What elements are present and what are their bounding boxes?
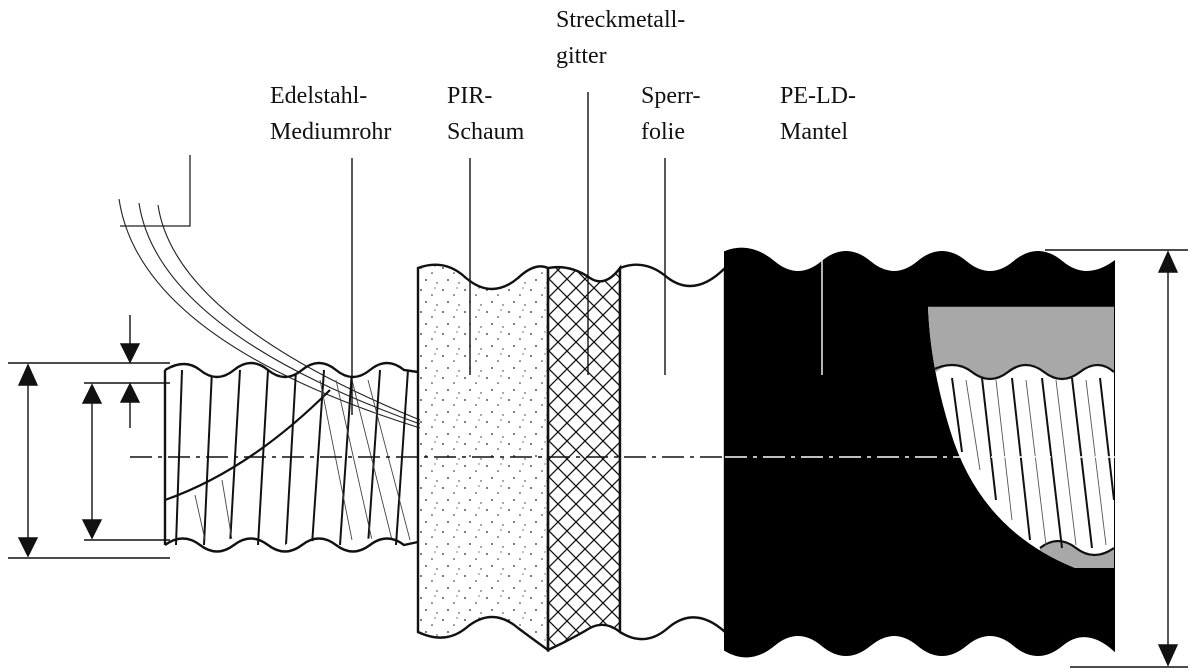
label-streckmetall: Streckmetall- gitter — [556, 2, 685, 74]
label-sperrfolie-line1: Sperr- — [641, 83, 701, 109]
label-streckmetall-line2: gitter — [556, 43, 607, 69]
expanded-metal-mesh-layer — [546, 264, 622, 652]
dimension-arrows-left — [8, 315, 170, 559]
barrier-foil-layer — [618, 263, 727, 641]
label-edelstahl-line2: Mediumrohr — [270, 119, 392, 145]
label-pir-line1: PIR- — [447, 83, 493, 109]
label-pe-ld-line2: Mantel — [780, 119, 848, 145]
label-pe-ld-line1: PE-LD- — [780, 83, 856, 109]
label-pir: PIR- Schaum — [447, 78, 524, 150]
label-edelstahl: Edelstahl- Mediumrohr — [270, 78, 391, 150]
label-sperrfolie: Sperr- folie — [641, 78, 701, 150]
dimension-arrow-right — [1045, 249, 1188, 668]
leader-lines — [351, 92, 823, 415]
label-pe-ld-mantel: PE-LD- Mantel — [780, 78, 856, 150]
label-pir-line2: Schaum — [447, 119, 525, 145]
label-edelstahl-line1: Edelstahl- — [270, 83, 368, 109]
label-streckmetall-line1: Streckmetall- — [556, 7, 686, 33]
jacket-cutaway — [928, 305, 1114, 568]
label-sperrfolie-line2: folie — [641, 119, 685, 145]
